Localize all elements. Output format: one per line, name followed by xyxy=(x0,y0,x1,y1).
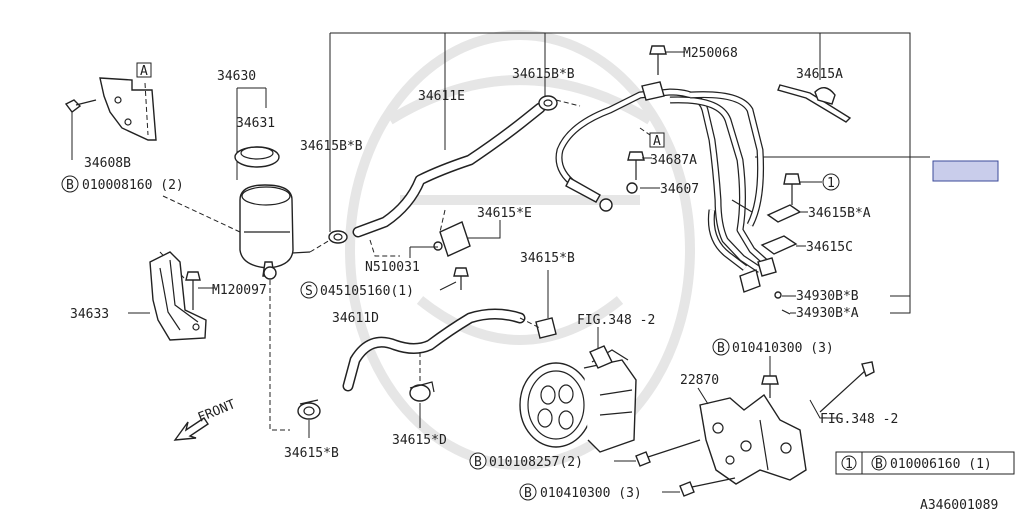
pressure-pipe-assembly xyxy=(555,81,777,293)
watermark xyxy=(345,30,695,470)
bolt-010410300-bottom xyxy=(679,477,736,497)
clamp-34615b-bottom xyxy=(297,399,321,420)
clip-34615ba xyxy=(766,204,802,223)
mark-b-4: B xyxy=(524,486,532,501)
highlight-box xyxy=(932,160,999,182)
label-34615ba: 34615B*A xyxy=(808,206,871,221)
bolt-m120097 xyxy=(185,271,201,310)
label-34611d: 34611D xyxy=(332,311,379,326)
catalog-number: A346001089 xyxy=(920,498,998,512)
clamp-34615e xyxy=(433,221,471,257)
reservoir-34630 xyxy=(234,87,311,280)
label-34615e: 34615*E xyxy=(477,206,532,221)
bolt-010108257 xyxy=(635,439,701,467)
label-34930ba: 34930B*A xyxy=(796,306,859,321)
ref-a-mid: A xyxy=(653,134,661,149)
label-34633: 34633 xyxy=(70,307,109,322)
label-34607: 34607 xyxy=(660,182,699,197)
label-34611e: 34611E xyxy=(418,89,465,104)
label-n510031: N510031 xyxy=(365,260,420,275)
label-34615bb-top: 34615B*B xyxy=(512,67,575,82)
hose-34611e xyxy=(352,102,546,238)
label-22870: 22870 xyxy=(680,373,719,388)
clamp-34615d xyxy=(409,381,435,402)
label-m250068: M250068 xyxy=(683,46,738,61)
label-bolt-010008160: 010008160 (2) xyxy=(82,178,184,193)
label-m120097: M120097 xyxy=(212,283,267,298)
clamp-34615b-mid xyxy=(535,317,557,339)
label-34615bb-left: 34615B*B xyxy=(300,139,363,154)
legend: 1 B 010006160 (1) xyxy=(835,451,1015,475)
mark-b-2: B xyxy=(717,341,725,356)
mark-b-3: B xyxy=(474,455,482,470)
mark-s: S xyxy=(305,284,313,299)
legend-bolt: 010006160 (1) xyxy=(890,457,992,472)
label-045105160: 045105160(1) xyxy=(320,284,414,299)
clamp-34615bb-top xyxy=(538,95,558,111)
label-34608b: 34608B xyxy=(84,156,131,171)
label-010410300-top: 010410300 (3) xyxy=(732,341,834,356)
bolt-m250068 xyxy=(649,45,667,75)
svg-text:A: A xyxy=(140,64,148,79)
long-stud xyxy=(819,361,875,413)
legend-b: B xyxy=(875,457,883,472)
label-34615d: 34615*D xyxy=(392,433,447,448)
callout-1: 1 xyxy=(827,176,835,191)
bolt-010410300-top xyxy=(761,375,779,398)
frame-lines xyxy=(329,32,930,314)
power-steering-pump xyxy=(519,345,637,453)
label-010108257: 010108257(2) xyxy=(489,455,583,470)
hose-34611d xyxy=(342,308,526,392)
label-010410300-bottom: 010410300 (3) xyxy=(540,486,642,501)
mark-b-1: B xyxy=(66,178,74,193)
label-34630: 34630 xyxy=(217,69,256,84)
label-front: FRONT xyxy=(196,397,238,426)
label-34687a: 34687A xyxy=(650,153,697,168)
label-34615b-bottom: 34615*B xyxy=(284,446,339,461)
clamp-34615bb-left xyxy=(328,230,348,244)
label-34615b-mid: 34615*B xyxy=(520,251,575,266)
label-34615a: 34615A xyxy=(796,67,843,82)
clip-34615c xyxy=(760,235,798,255)
bracket-22870 xyxy=(699,393,807,485)
bolt-callout-1 xyxy=(783,173,801,205)
clip-34615a xyxy=(777,84,852,123)
legend-num: 1 xyxy=(845,457,853,472)
label-34615c: 34615C xyxy=(806,240,853,255)
label-34930bb: 34930B*B xyxy=(796,289,859,304)
front-arrow xyxy=(173,417,209,441)
bolt-34687a xyxy=(627,151,645,180)
label-fig348-top: FIG.348 -2 xyxy=(577,313,655,328)
bracket-34608b: A xyxy=(64,62,157,160)
label-fig348-right: FIG.348 -2 xyxy=(820,412,898,427)
bracket-34633 xyxy=(149,251,207,341)
label-34631: 34631 xyxy=(236,116,275,131)
bolt-045105160 xyxy=(453,267,469,290)
